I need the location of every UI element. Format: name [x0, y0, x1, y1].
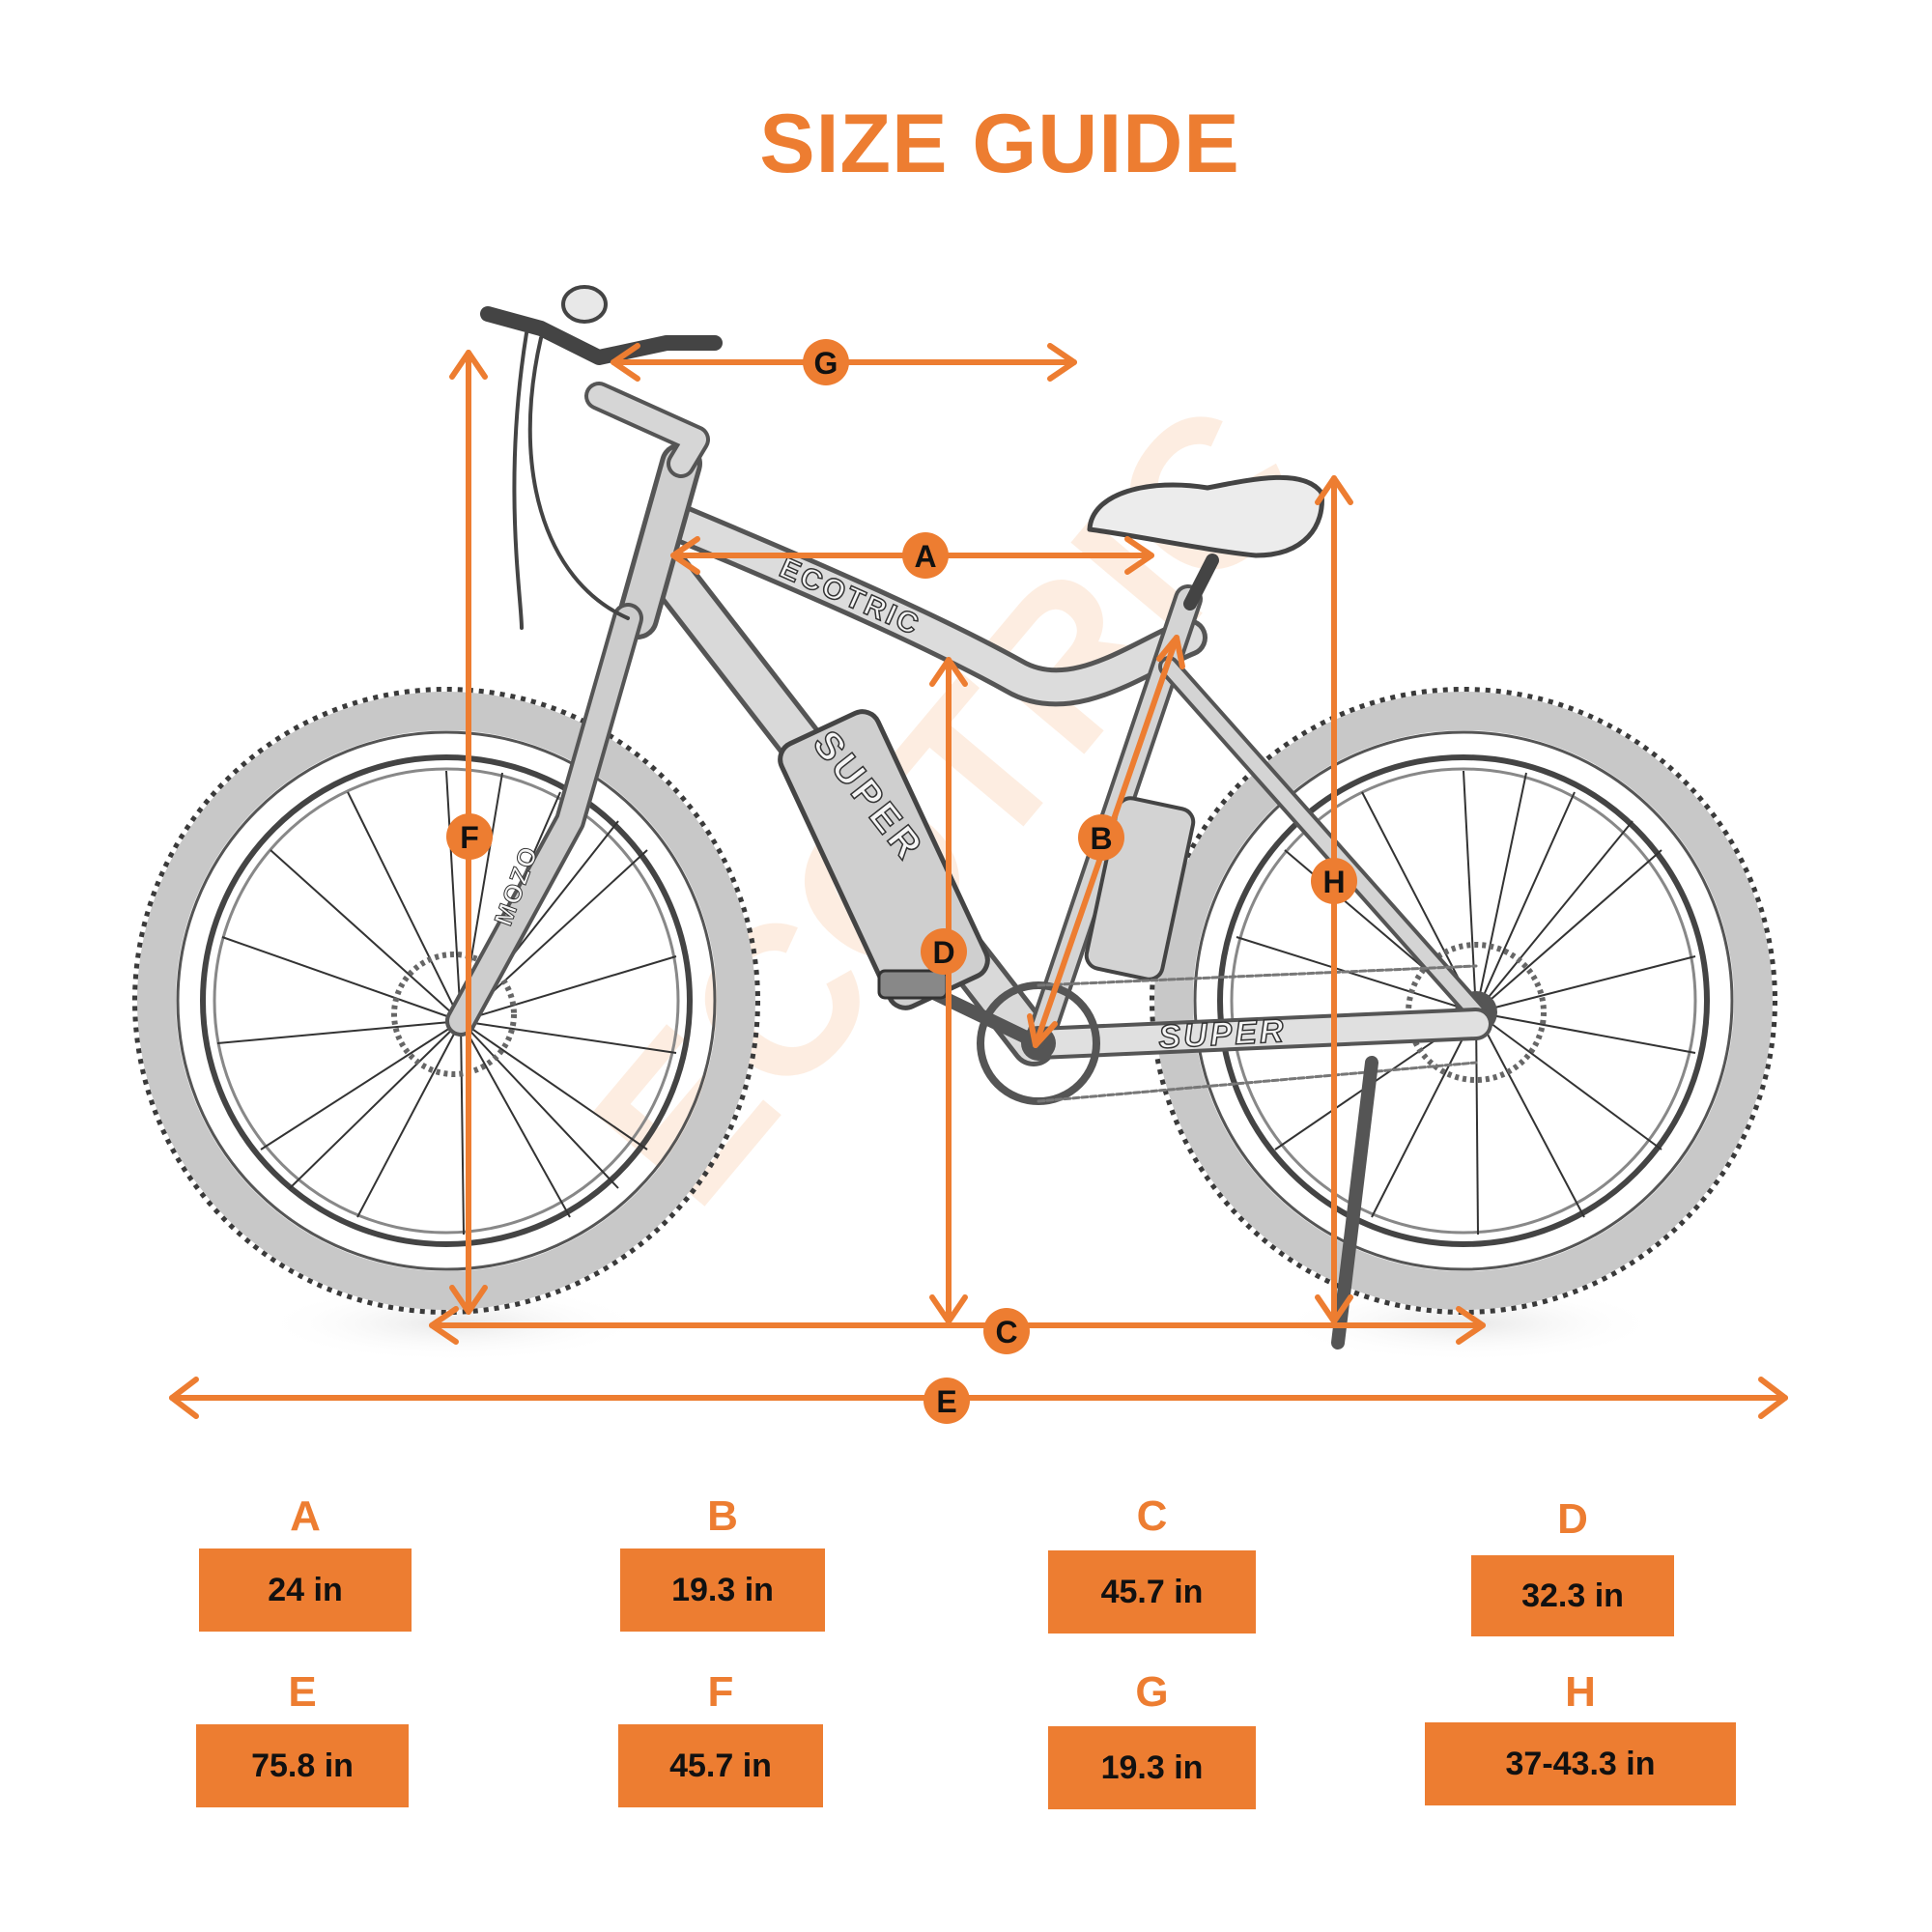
spec-d: D 32.3 in: [1471, 1495, 1674, 1638]
svg-text:F: F: [460, 820, 479, 855]
spec-value: 19.3 in: [1048, 1726, 1256, 1809]
marker-d: D: [921, 928, 967, 975]
svg-text:D: D: [932, 935, 954, 970]
marker-e: E: [923, 1378, 970, 1424]
page-title: SIZE GUIDE: [759, 98, 1240, 190]
spec-g: G 19.3 in: [1048, 1668, 1256, 1811]
spec-value: 45.7 in: [618, 1724, 823, 1807]
svg-text:H: H: [1322, 865, 1345, 899]
rear-wheel: [1150, 687, 1777, 1315]
marker-c: C: [983, 1308, 1030, 1354]
spec-value: 32.3 in: [1471, 1555, 1674, 1636]
spec-b: B 19.3 in: [620, 1492, 825, 1633]
svg-text:G: G: [814, 346, 838, 381]
spec-value: 37-43.3 in: [1425, 1722, 1736, 1805]
dimension-arrow-e: [169, 1377, 1788, 1419]
spec-a: A 24 in: [199, 1492, 412, 1633]
spec-letter: F: [707, 1668, 734, 1716]
spec-h: H 37-43.3 in: [1425, 1668, 1736, 1808]
spec-f: F 45.7 in: [618, 1668, 823, 1808]
spec-letter: G: [1135, 1668, 1169, 1716]
spec-letter: B: [707, 1492, 738, 1540]
spec-letter: C: [1136, 1492, 1168, 1540]
spec-value: 24 in: [199, 1548, 412, 1632]
front-wheel: [132, 687, 760, 1315]
svg-text:E: E: [936, 1384, 956, 1419]
marker-a: A: [902, 532, 949, 579]
dimension-arrow-d: [929, 657, 968, 1324]
spec-c: C 45.7 in: [1048, 1492, 1256, 1635]
frame-label-chainstay: SUPER: [1157, 1012, 1287, 1056]
spec-value: 19.3 in: [620, 1548, 825, 1632]
spec-letter: D: [1557, 1495, 1588, 1543]
marker-b: B: [1078, 814, 1124, 861]
dimension-arrow-c: [429, 1306, 1486, 1345]
marker-h: H: [1311, 858, 1357, 904]
svg-text:B: B: [1090, 821, 1112, 856]
spec-letter: E: [288, 1668, 317, 1716]
marker-g: G: [803, 339, 849, 385]
spec-letter: H: [1565, 1668, 1596, 1716]
svg-text:C: C: [995, 1315, 1017, 1350]
marker-f: F: [446, 813, 493, 860]
spec-e: E 75.8 in: [196, 1668, 409, 1808]
svg-text:A: A: [914, 539, 936, 574]
spec-letter: A: [290, 1492, 321, 1540]
spec-value: 45.7 in: [1048, 1550, 1256, 1634]
frame-label-top-tube: ECOTRIC: [775, 552, 925, 642]
spec-value: 75.8 in: [196, 1724, 409, 1807]
